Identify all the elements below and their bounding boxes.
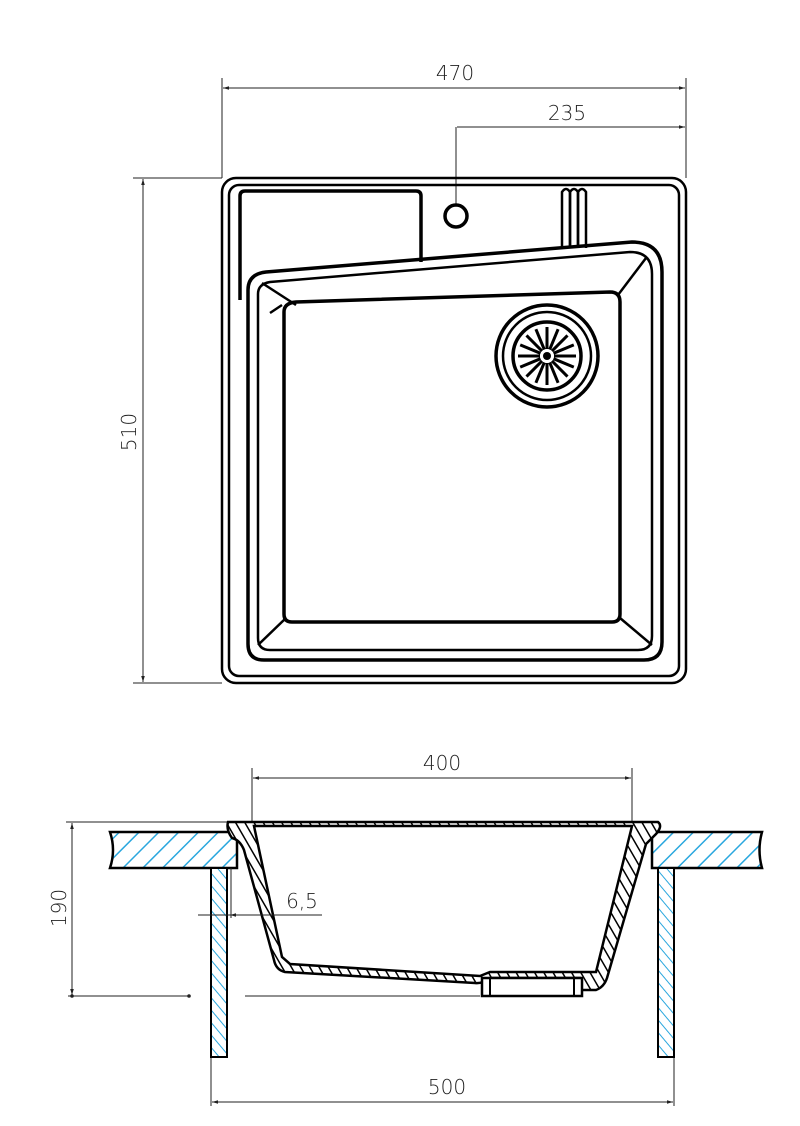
sink-bowl-interior	[252, 824, 634, 978]
strainer-spoke	[534, 328, 546, 351]
dimension-label-400: 400	[423, 751, 461, 775]
section-view: 400 190 177 500	[47, 751, 764, 1106]
bowl-corner-lines	[257, 257, 653, 646]
drain-strainer	[494, 303, 600, 409]
sink-inner-edge	[227, 183, 681, 678]
dimension-470: 470	[221, 61, 687, 178]
dimension-point	[187, 994, 191, 998]
drainer-area	[238, 189, 423, 300]
strainer-spoke	[552, 343, 575, 355]
dimension-235: 235	[455, 101, 685, 205]
strainer-spoke	[525, 359, 544, 378]
strainer-spoke	[525, 334, 544, 353]
strainer-spoke	[548, 328, 560, 351]
countertop-right	[650, 830, 764, 870]
bowl-bottom	[282, 290, 622, 624]
cabinet-wall-right	[657, 867, 675, 1058]
cabinet-wall-left	[210, 867, 228, 1058]
strainer-spoke	[519, 343, 542, 355]
dimension-point	[70, 994, 74, 998]
dimension-400: 400	[251, 751, 633, 822]
top-view: 470 235 510	[117, 61, 688, 685]
countertop-left	[108, 830, 239, 870]
drain-outlet	[480, 976, 584, 998]
bowl-rim	[256, 250, 654, 652]
strainer-spoke	[548, 361, 560, 384]
dimension-label-6-5: 6,5	[286, 889, 318, 913]
dimension-label-190: 190	[47, 889, 71, 927]
bowl-outer	[246, 240, 664, 662]
strainer-spoke	[552, 357, 575, 369]
strainer-spoke	[534, 361, 546, 384]
dimension-label-470: 470	[436, 61, 474, 85]
dimension-6-5: 6,5	[198, 868, 322, 918]
dimension-500: 500	[210, 1057, 675, 1106]
dimension-510: 510	[117, 177, 222, 684]
dimension-label-500: 500	[428, 1075, 466, 1099]
sink-outer-edge	[220, 176, 688, 685]
dimension-label-235: 235	[548, 101, 586, 125]
overflow-slots	[560, 187, 588, 248]
strainer-spoke	[519, 357, 542, 369]
dimension-190: 190	[47, 821, 480, 997]
strainer-spoke	[550, 334, 569, 353]
dimension-label-510: 510	[117, 413, 141, 451]
tap-hole	[443, 203, 469, 229]
strainer-spoke	[550, 359, 569, 378]
